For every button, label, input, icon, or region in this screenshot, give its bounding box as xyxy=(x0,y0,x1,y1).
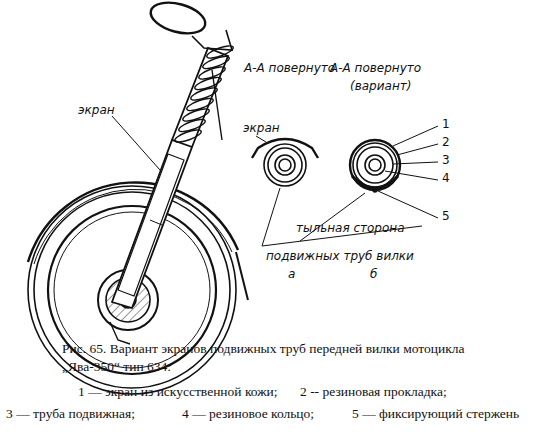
legend-item: 5 — фиксирующий стержень xyxy=(352,407,519,422)
spring-coils xyxy=(173,43,234,144)
callout-number: 2 xyxy=(442,136,450,149)
view-letter: б xyxy=(370,268,377,281)
legend-item: 4 — резиновое кольцо; xyxy=(182,407,314,422)
section-note: (вариант) xyxy=(350,80,411,93)
legend-item: 3 — труба подвижная; xyxy=(6,407,135,422)
legend-item: 1 — экран из искусственной кожи; xyxy=(78,385,278,400)
section-b xyxy=(350,140,400,192)
part-label: экран xyxy=(243,122,280,135)
caption-block: Рис. 65. Вариант экранов подвижных труб … xyxy=(62,340,492,375)
callout-leaders xyxy=(378,126,438,218)
motorcycle-wheel xyxy=(28,0,248,394)
legend-item: 2 -- резиновая прокладка; xyxy=(300,385,447,400)
section-label: А-А повернуто xyxy=(244,62,335,75)
callout-number: 1 xyxy=(442,118,450,131)
callout-number: 4 xyxy=(442,172,450,185)
callout-number: 5 xyxy=(442,210,450,223)
view-letter: а xyxy=(288,268,295,281)
part-label: экран xyxy=(78,104,115,117)
section-label: А-А повернуто xyxy=(330,62,421,75)
section-a xyxy=(252,136,318,186)
rear-side-leader xyxy=(262,188,422,246)
note-label: подвижных труб вилки xyxy=(266,250,414,263)
figure-caption: Рис. 65. Вариант экранов подвижных труб … xyxy=(62,341,465,374)
note-label: тыльная сторона xyxy=(296,222,405,235)
callout-number: 3 xyxy=(442,154,450,167)
leader-line xyxy=(112,116,160,170)
